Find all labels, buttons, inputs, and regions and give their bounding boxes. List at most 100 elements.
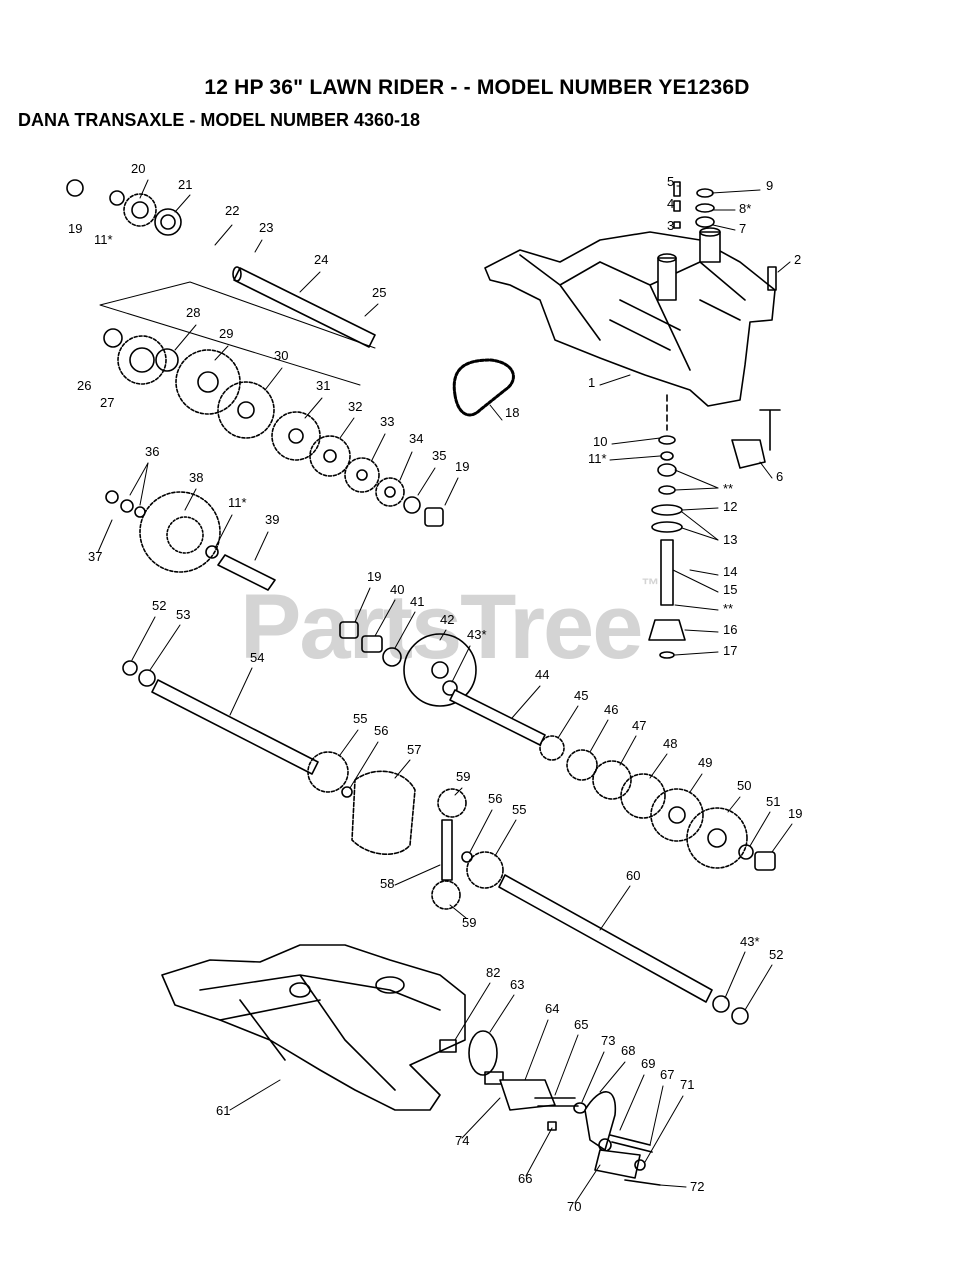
part-callout-label: ** <box>723 481 733 496</box>
part-callout-label: 30 <box>274 348 288 363</box>
part-callout-label: 45 <box>574 688 588 703</box>
page-subtitle: DANA TRANSAXLE - MODEL NUMBER 4360-18 <box>18 110 421 130</box>
part-callout-label: 46 <box>604 702 618 717</box>
part-callout-label: 23 <box>259 220 273 235</box>
part-callout-label: 21 <box>178 177 192 192</box>
part-callout-label: 1 <box>588 375 595 390</box>
part-callout-label: 19 <box>455 459 469 474</box>
part-callout-label: 27 <box>100 395 114 410</box>
part-callout-label: 5 <box>667 174 674 189</box>
part-callout-label: 29 <box>219 326 233 341</box>
part-callout-label: 12 <box>723 499 737 514</box>
watermark-logo: PartsTree™ <box>240 575 659 680</box>
part-callout-label: 25 <box>372 285 386 300</box>
part-callout-label: 31 <box>316 378 330 393</box>
part-callout-label: 39 <box>265 512 279 527</box>
part-callout-label: 18 <box>505 405 519 420</box>
part-callout-label: 74 <box>455 1133 469 1148</box>
part-callout-label: 3 <box>667 218 674 233</box>
parts-artwork <box>66 179 793 1204</box>
part-callout-label: 36 <box>145 444 159 459</box>
part-callout-label: 43* <box>467 627 487 642</box>
part-callout-label: 61 <box>216 1103 230 1118</box>
part-callout-label: 63 <box>510 977 524 992</box>
part-callout-label: 48 <box>663 736 677 751</box>
part-callout-label: 16 <box>723 622 737 637</box>
differential-assembly <box>122 660 749 1025</box>
part-callout-label: 10 <box>593 434 607 449</box>
lower-housing <box>161 944 466 1111</box>
brake-shaft <box>99 266 376 386</box>
part-callout-label: 26 <box>77 378 91 393</box>
part-callout-label: 2 <box>794 252 801 267</box>
part-callout-label: 60 <box>626 868 640 883</box>
gear-train-upper <box>66 179 444 527</box>
part-callout-label: 20 <box>131 161 145 176</box>
watermark-trademark: ™ <box>641 575 659 595</box>
part-callout-label: 52 <box>769 947 783 962</box>
part-callout-label: 38 <box>189 470 203 485</box>
callout-labels: 20211911*2223242528292627303132333435191… <box>68 161 802 1214</box>
small-hardware <box>673 181 777 291</box>
part-callout-label: ** <box>723 601 733 616</box>
part-callout-label: 8* <box>739 201 751 216</box>
part-callout-label: 14 <box>723 564 737 579</box>
part-callout-label: 52 <box>152 598 166 613</box>
pinion-shaft-stack <box>648 394 686 659</box>
part-callout-label: 49 <box>698 755 712 770</box>
part-callout-label: 82 <box>486 965 500 980</box>
part-callout-label: 66 <box>518 1171 532 1186</box>
part-callout-label: 70 <box>567 1199 581 1214</box>
part-callout-label: 67 <box>660 1067 674 1082</box>
part-callout-label: 32 <box>348 399 362 414</box>
upper-housing <box>484 227 776 407</box>
part-callout-label: 58 <box>380 876 394 891</box>
part-callout-label: 15 <box>723 582 737 597</box>
part-callout-label: 34 <box>409 431 423 446</box>
part-callout-label: 9 <box>766 178 773 193</box>
part-callout-label: 69 <box>641 1056 655 1071</box>
part-callout-label: 55 <box>353 711 367 726</box>
part-callout-label: 4 <box>667 196 674 211</box>
part-callout-label: 59 <box>456 769 470 784</box>
part-callout-label: 40 <box>390 582 404 597</box>
drive-chain <box>452 358 515 417</box>
leader-lines <box>97 179 793 1204</box>
part-callout-label: 19 <box>68 221 82 236</box>
watermark-text: PartsTree <box>240 576 643 678</box>
part-callout-label: 33 <box>380 414 394 429</box>
part-callout-label: 55 <box>512 802 526 817</box>
part-callout-label: 56 <box>374 723 388 738</box>
part-callout-label: 73 <box>601 1033 615 1048</box>
part-callout-label: 41 <box>410 594 424 609</box>
part-callout-label: 72 <box>690 1179 704 1194</box>
part-callout-label: 11* <box>228 495 247 510</box>
part-callout-label: 13 <box>723 532 737 547</box>
part-callout-label: 42 <box>440 612 454 627</box>
part-callout-label: 65 <box>574 1017 588 1032</box>
part-callout-label: 37 <box>88 549 102 564</box>
part-callout-label: 50 <box>737 778 751 793</box>
cluster-gear <box>105 490 276 591</box>
gear-train-middle <box>339 621 776 871</box>
page-title: 12 HP 36" LAWN RIDER - - MODEL NUMBER YE… <box>204 76 750 99</box>
part-callout-label: 19 <box>367 569 381 584</box>
part-callout-label: 68 <box>621 1043 635 1058</box>
part-callout-label: 24 <box>314 252 328 267</box>
part-callout-label: 64 <box>545 1001 559 1016</box>
bracket-part <box>731 409 781 469</box>
part-callout-label: 19 <box>788 806 802 821</box>
part-callout-label: 71 <box>680 1077 694 1092</box>
part-callout-label: 6 <box>776 469 783 484</box>
part-callout-label: 43* <box>740 934 760 949</box>
part-callout-label: 47 <box>632 718 646 733</box>
part-callout-label: 17 <box>723 643 737 658</box>
part-callout-label: 54 <box>250 650 264 665</box>
part-callout-label: 56 <box>488 791 502 806</box>
part-callout-label: 44 <box>535 667 549 682</box>
brake-parts <box>439 1030 661 1186</box>
part-callout-label: 53 <box>176 607 190 622</box>
part-callout-label: 51 <box>766 794 780 809</box>
part-callout-label: 59 <box>462 915 476 930</box>
